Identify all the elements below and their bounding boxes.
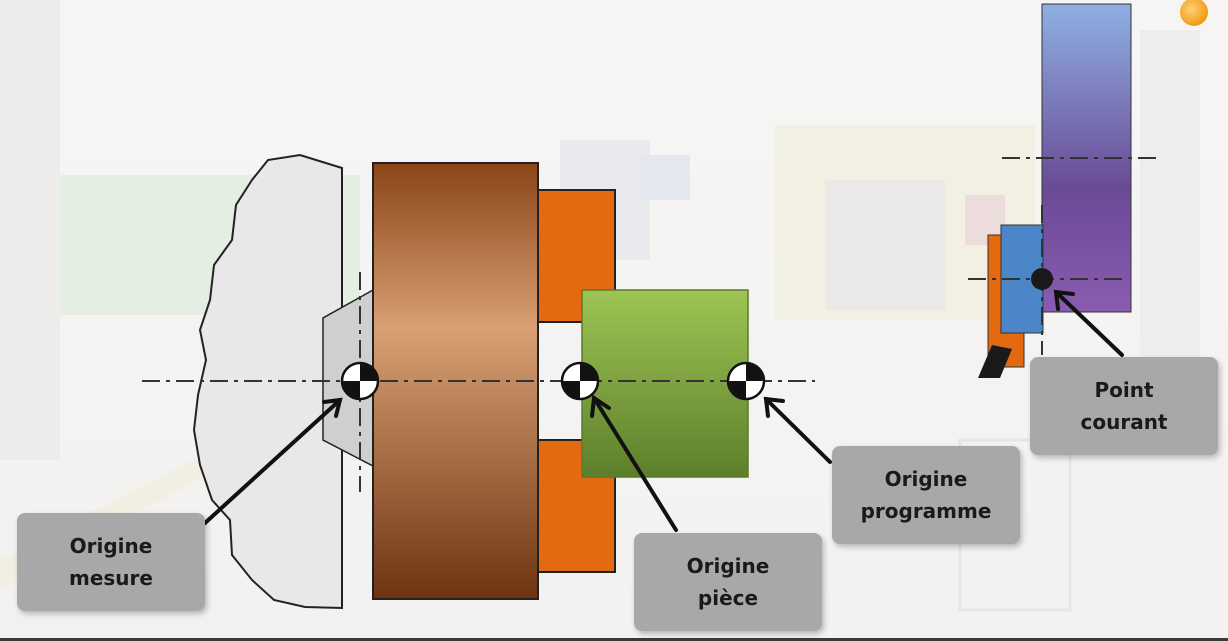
label-origine-piece-line2: pièce: [697, 586, 759, 610]
label-origine-piece: Origine pièce: [634, 533, 822, 631]
bottom-border: [0, 638, 1228, 641]
label-origine-programme-line2: programme: [860, 499, 992, 523]
label-origine-mesure-line1: Origine: [69, 534, 153, 558]
origin-symbol-icon: [560, 361, 600, 401]
workpiece: [581, 289, 749, 478]
label-origine-programme: Origine programme: [832, 446, 1020, 544]
arrow-origine-piece: [590, 394, 678, 532]
label-point-courant-line1: Point: [1094, 378, 1154, 402]
cutting-tip: [978, 345, 1012, 378]
leader-arrows: [203, 289, 1124, 532]
label-point-courant: Point courant: [1030, 357, 1218, 455]
label-origine-mesure-line2: mesure: [69, 566, 153, 590]
label-origine-mesure: Origine mesure: [17, 513, 205, 611]
arrow-origine-programme: [763, 396, 832, 464]
label-origine-programme-line1: Origine: [884, 467, 968, 491]
label-origine-piece-line1: Origine: [686, 554, 770, 578]
origin-symbol-icon: [726, 361, 766, 401]
indicator-dot-icon: [1180, 0, 1208, 26]
arrow-point-courant: [1053, 289, 1124, 357]
label-point-courant-line2: courant: [1080, 410, 1168, 434]
current-point-marker: [1031, 268, 1053, 290]
arrow-origine-mesure: [203, 397, 343, 525]
origin-symbol-icon: [340, 361, 380, 401]
